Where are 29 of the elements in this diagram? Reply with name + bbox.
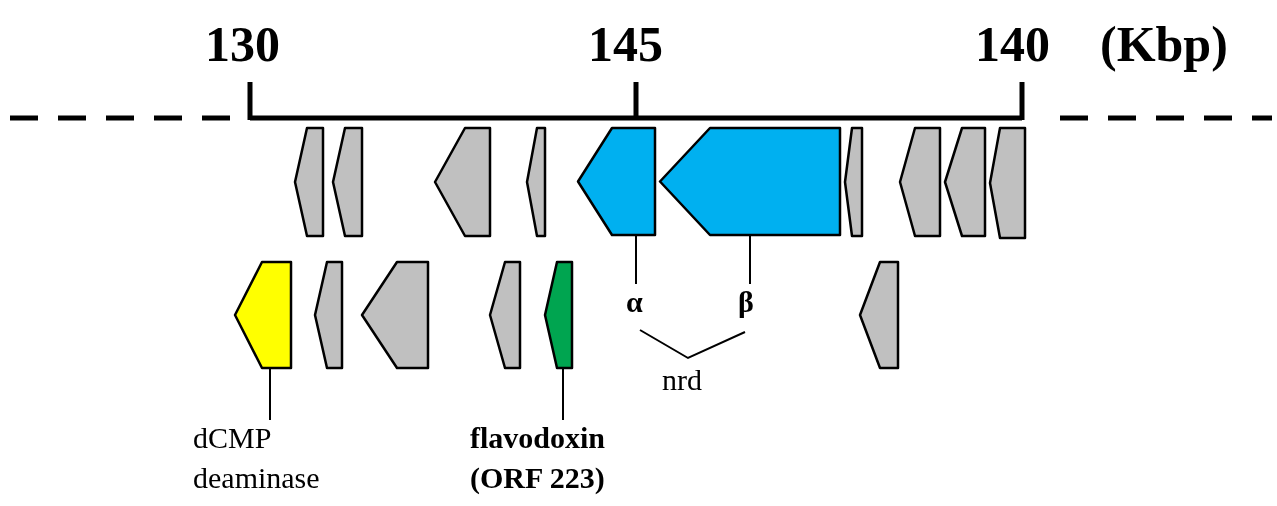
leader-line [635, 235, 637, 285]
gene-block [945, 128, 985, 236]
scale-number: 145 [588, 15, 663, 74]
gene-block [362, 262, 428, 368]
gene-block [315, 262, 342, 368]
gene-group-label: nrd [662, 362, 702, 398]
gene-block [333, 128, 362, 236]
gene-block [235, 262, 291, 368]
gene-label: flavodoxin (ORF 223) [470, 418, 680, 498]
gene-block [578, 128, 655, 235]
leader-line [269, 368, 271, 421]
gene-block [900, 128, 940, 236]
scale-number: 130 [205, 15, 280, 74]
gene-block [860, 262, 898, 368]
gene-block [845, 128, 862, 236]
gene-label: dCMP deaminase [193, 418, 383, 498]
gene-label: β [738, 282, 768, 322]
gene-block [435, 128, 490, 236]
gene-block [527, 128, 545, 236]
gene-block [660, 128, 840, 235]
leader-line [749, 235, 751, 285]
leader-line [562, 368, 564, 421]
unit-label: (Kbp) [1100, 15, 1228, 74]
gene-block [545, 262, 572, 368]
gene-block [295, 128, 323, 236]
gene-block [990, 128, 1025, 238]
gene-label: α [626, 282, 656, 322]
gene-block [490, 262, 520, 368]
scale-number: 140 [975, 15, 1050, 74]
